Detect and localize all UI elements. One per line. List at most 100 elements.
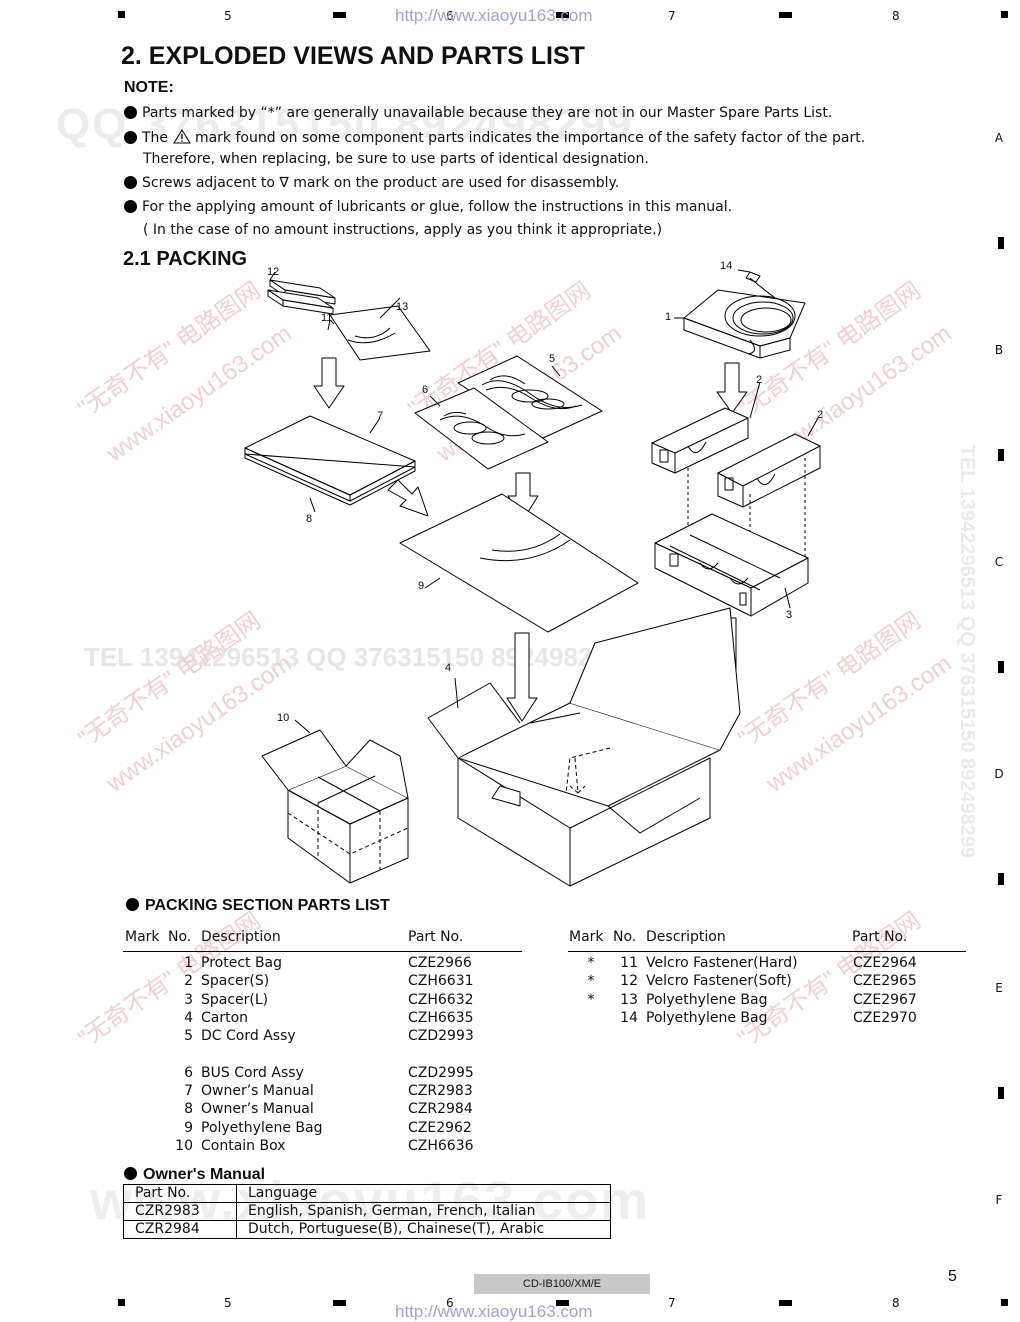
part-code: CZR2984: [408, 1101, 473, 1118]
part-code: CZE2967: [853, 991, 917, 1008]
callout-label: 8: [306, 513, 313, 525]
part-code: CZR2983: [408, 1083, 473, 1100]
column-number: 7: [668, 1296, 676, 1310]
part-description: Owner’s Manual: [201, 1083, 314, 1100]
bullet-icon: [124, 131, 137, 144]
column-number: 5: [224, 9, 232, 23]
part-description: Velcro Fastener(Soft): [646, 973, 792, 990]
reg-mark: [998, 661, 1004, 673]
part-code: CZE2962: [408, 1119, 472, 1136]
part-description: Owner’s Manual: [201, 1101, 314, 1118]
table-cell: Dutch, Portuguese(B), Chainese(T), Arabi…: [236, 1220, 611, 1239]
spacer-large-drawing: [654, 513, 809, 617]
part-code: CZH6636: [408, 1138, 474, 1154]
column-number: 8: [892, 1296, 900, 1310]
part-number-index: 12: [620, 973, 638, 990]
col-header-part-no: Part No.: [408, 929, 464, 945]
url-watermark-bottom: http://www.xiaoyu163.com: [395, 1302, 593, 1321]
row-letter: C: [994, 555, 1004, 569]
part-mark: *: [587, 955, 595, 971]
watermark-tel-vertical-right: TEL 13942296513 QQ 376315150 892498299: [956, 444, 979, 859]
part-mark: *: [587, 973, 595, 990]
part-number-index: 13: [620, 991, 638, 1008]
note-continuation: Therefore, when replacing, be sure to us…: [143, 151, 649, 167]
callout-label: 2: [756, 374, 763, 386]
callout-label: 13: [396, 301, 409, 313]
reg-mark: [998, 237, 1004, 249]
callout-label: 7: [377, 410, 384, 422]
row-letter: A: [994, 131, 1004, 145]
col-header-mark: Mark: [569, 929, 604, 945]
table-row: 6 BUS Cord Assy CZD2995: [123, 1065, 522, 1083]
part-number-index: 10: [175, 1138, 193, 1154]
model-number: CD-IB100/XM/E: [474, 1274, 650, 1294]
part-description: Polyethylene Bag: [201, 1119, 323, 1136]
callout-label: 9: [418, 580, 425, 592]
protect-bag-small-drawing: [329, 305, 431, 361]
note-item: Parts marked by “*” are generally unavai…: [124, 105, 832, 121]
owners-manual-table: Part No. Language CZR2983 English, Spani…: [123, 1184, 611, 1239]
part-description: Carton: [201, 1009, 249, 1026]
reg-mark: [556, 1300, 569, 1306]
part-number-index: 4: [184, 1009, 193, 1026]
row-letter: D: [994, 767, 1004, 781]
owners-manual-drawing: [244, 415, 416, 506]
part-description: Protect Bag: [201, 955, 283, 971]
column-number: 5: [224, 1296, 232, 1310]
reg-mark: [779, 1300, 792, 1306]
part-code: CZH6631: [408, 973, 474, 990]
reg-mark: [1001, 1299, 1008, 1306]
callout-label: 3: [786, 609, 793, 621]
part-description: Velcro Fastener(Hard): [646, 955, 798, 971]
part-mark: *: [587, 991, 595, 1008]
part-description: Spacer(S): [201, 973, 270, 990]
part-code: CZD2995: [408, 1064, 474, 1081]
callout-label: 6: [422, 384, 429, 396]
arrow-down-icon: [716, 362, 748, 414]
part-code: CZH6632: [408, 991, 474, 1008]
table-cell: CZR2984: [123, 1220, 237, 1239]
bullet-icon: [124, 200, 137, 213]
table-row: 10 Contain Box CZH6636: [123, 1138, 522, 1156]
note-item: For the applying amount of lubricants or…: [124, 199, 732, 215]
callout-label: 2: [817, 409, 824, 421]
header-rule: [123, 951, 522, 952]
column-number: 6: [446, 9, 454, 23]
note-item: Screws adjacent to ∇ mark on the product…: [124, 175, 619, 191]
part-description: Polyethylene Bag: [646, 991, 768, 1008]
part-description: DC Cord Assy: [201, 1028, 296, 1045]
part-description: Contain Box: [201, 1138, 286, 1154]
warning-triangle-icon: [172, 129, 191, 144]
arrow-right-icon: [387, 479, 429, 517]
part-description: Spacer(L): [201, 991, 269, 1008]
col-header-no: No.: [168, 929, 192, 945]
note-continuation: ( In the case of no amount instructions,…: [143, 222, 663, 238]
part-number-index: 1: [184, 955, 193, 971]
section-title: 2.1 PACKING: [123, 248, 248, 270]
callout-label: 1: [665, 311, 672, 323]
callout-label: 5: [549, 353, 556, 365]
part-number-index: 6: [184, 1064, 193, 1081]
owners-manual-title: Owner's Manual: [124, 1166, 265, 1184]
table-row: CZR2984 Dutch, Portuguese(B), Chainese(T…: [123, 1220, 611, 1239]
table-header-row: Part No. Language: [123, 1184, 611, 1203]
callout-label: 12: [267, 266, 280, 278]
reg-mark: [333, 1300, 346, 1306]
note-label: NOTE:: [124, 79, 174, 96]
arrow-down-icon: [506, 632, 538, 722]
part-description: BUS Cord Assy: [201, 1064, 304, 1081]
part-description: Polyethylene Bag: [646, 1009, 768, 1026]
col-header-no: No.: [613, 929, 637, 945]
